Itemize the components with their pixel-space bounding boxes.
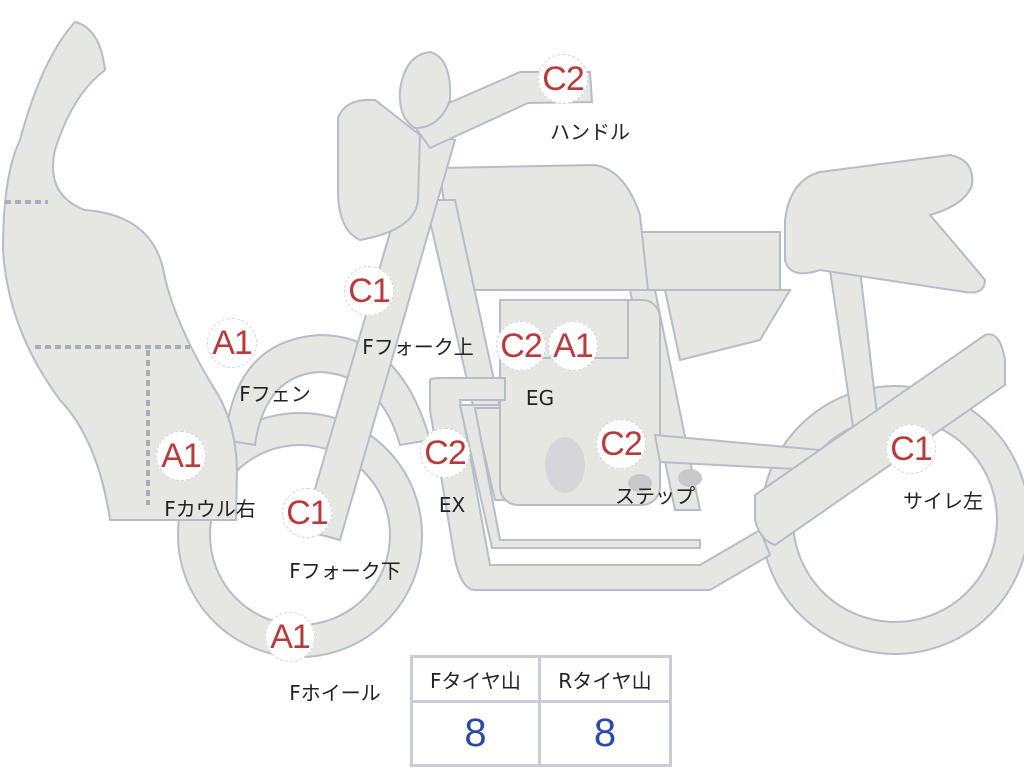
part-label: サイレ左 — [903, 489, 983, 513]
part-label: ハンドル — [550, 120, 630, 144]
grade-badge: A1 — [265, 612, 315, 662]
part-label: Fフォーク下 — [289, 559, 401, 583]
grade-badge: A1 — [207, 318, 257, 368]
part-label: Fホイール — [289, 681, 381, 705]
part-label: ステップ — [615, 484, 695, 508]
part-label: Fフェン — [239, 382, 311, 406]
seat — [784, 153, 987, 294]
part-label: EG — [525, 386, 555, 410]
grade-badge: C1 — [282, 488, 332, 538]
grade-badge: A1 — [548, 321, 598, 371]
front-tire-value: 8 — [410, 700, 541, 767]
rear-tire-value: 8 — [537, 700, 673, 767]
grade-badge: C1 — [886, 424, 936, 474]
rear-tire-header: Rタイヤ山 — [537, 655, 673, 703]
headlight — [337, 98, 422, 242]
grade-badge: C2 — [496, 321, 546, 371]
silencer — [754, 333, 1006, 547]
part-label: Fフォーク上 — [362, 335, 474, 359]
tire-tread-table: Fタイヤ山 Rタイヤ山 8 8 — [410, 655, 673, 767]
grade-badge: C2 — [420, 428, 470, 478]
grade-badge: C2 — [538, 54, 588, 104]
exhaust-pipe — [429, 377, 772, 591]
grade-badge: A1 — [156, 431, 206, 481]
front-tire-header: Fタイヤ山 — [410, 655, 541, 703]
grade-badge: C2 — [596, 419, 646, 469]
part-label: EX — [438, 493, 466, 517]
grade-badge: C1 — [344, 266, 394, 316]
part-label: Fカウル右 — [164, 497, 256, 521]
